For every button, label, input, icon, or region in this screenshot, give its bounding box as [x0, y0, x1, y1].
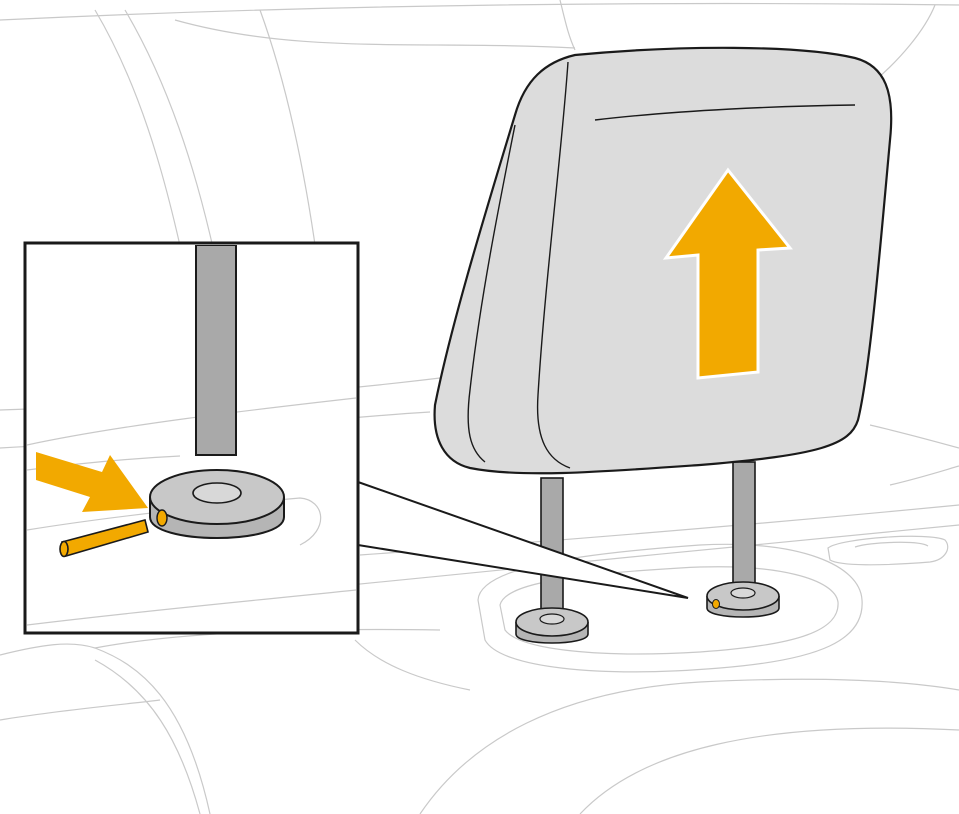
inset-post: [196, 245, 236, 455]
inset-pin-hole: [157, 510, 167, 526]
left-post: [541, 478, 563, 610]
release-pin-hole: [713, 600, 720, 609]
right-post: [733, 462, 755, 594]
callout-connector: [358, 482, 688, 598]
left-guide: [516, 608, 588, 643]
headrest: [435, 48, 892, 473]
right-guide: [707, 582, 779, 617]
inset-detail: [25, 243, 358, 633]
